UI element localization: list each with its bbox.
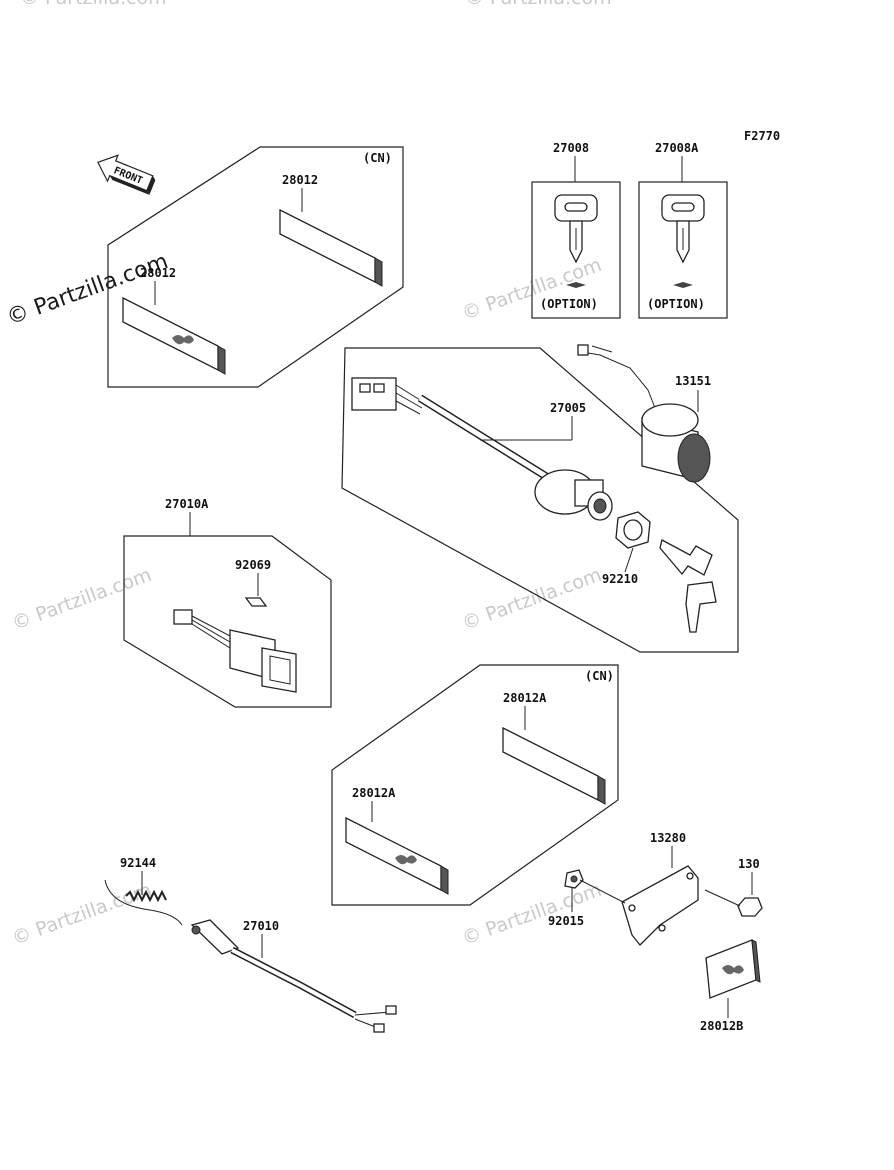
group-top-left-region-tag: (CN): [363, 151, 392, 165]
lamp-13151: [577, 344, 711, 483]
callout-27010A: 27010A: [165, 497, 209, 511]
key-27008-option-label: (OPTION): [540, 297, 598, 311]
front-arrow-icon: FRONT: [97, 154, 156, 195]
callout-27010: 27010: [243, 919, 279, 933]
bracket-13280: [621, 865, 699, 946]
ignition-switch-27005: [534, 469, 613, 521]
group-27010A: 27010A 92069: [123, 497, 332, 708]
callout-13151: 13151: [675, 374, 711, 388]
group-ignition-switch: 27005 92210 13151: [341, 344, 739, 653]
watermark-mid-left: © Partzilla.com: [9, 564, 154, 635]
callout-27005: 27005: [550, 401, 586, 415]
watermark-bottom-left: © Partzilla.com: [9, 879, 154, 950]
reflector-28012-lower: [122, 296, 226, 375]
key-27008-frame: [531, 181, 621, 319]
switch-27010: [190, 919, 397, 1033]
callout-13280: 13280: [650, 831, 686, 845]
group-ignition-frame: [341, 347, 739, 653]
nut-92015: [564, 869, 626, 904]
reflector-28012A-lower: [345, 816, 449, 895]
callout-27008A: 27008A: [655, 141, 699, 155]
connector-27005: [351, 377, 423, 415]
callout-28012-upper: 28012: [282, 173, 318, 187]
key-27008A-frame: [638, 181, 728, 319]
nut-92210: [615, 511, 651, 549]
group-27010: 27010: [190, 919, 397, 1033]
group-13280: 13280 130 92015 28012B: [548, 831, 763, 1033]
ignition-keys-icon: [659, 539, 717, 633]
group-top-left-frame: [107, 146, 404, 388]
reflector-28012B: [705, 939, 761, 999]
clip-92069: [244, 597, 268, 607]
group-bottom-center: (CN) 28012A 28012A: [331, 664, 619, 906]
group-key-27008: 27008 (OPTION): [531, 141, 621, 319]
watermark-top-right: © Partzilla.com: [465, 0, 612, 9]
reflector-28012A-upper: [502, 726, 606, 805]
group-bottom-center-region-tag: (CN): [585, 669, 614, 683]
callout-28012B: 28012B: [700, 1019, 743, 1033]
watermarks: © Partzilla.com © Partzilla.com © Partzi…: [4, 0, 612, 950]
callout-27008: 27008: [553, 141, 589, 155]
key-27008A-icon: [661, 194, 705, 264]
reflector-28012-upper: [279, 208, 383, 287]
key-27008-icon: [554, 194, 598, 264]
callout-92210: 92210: [602, 572, 638, 586]
bolt-130: [704, 889, 763, 917]
watermark-top-left: © Partzilla.com: [20, 0, 167, 9]
watermark-mid-right-2: © Partzilla.com: [459, 564, 604, 635]
callout-92144: 92144: [120, 856, 156, 870]
callout-92069: 92069: [235, 558, 271, 572]
callout-92015: 92015: [548, 914, 584, 928]
group-key-27008A: 27008A (OPTION): [638, 141, 728, 319]
group-27010A-frame: [123, 535, 332, 708]
callout-28012-lower: 28012: [140, 266, 176, 280]
group-92144: 92144: [104, 856, 183, 926]
callout-130: 130: [738, 857, 760, 871]
callout-28012A-lower: 28012A: [352, 786, 396, 800]
key-27008A-option-label: (OPTION): [647, 297, 705, 311]
figure-code: F2770: [744, 129, 780, 143]
group-bottom-center-frame: [331, 664, 619, 906]
spring-92144-icon: [125, 889, 167, 903]
callout-28012A-upper: 28012A: [503, 691, 547, 705]
group-top-left: (CN) 28012 28012: [107, 146, 404, 388]
switch-27010A: [173, 609, 297, 693]
